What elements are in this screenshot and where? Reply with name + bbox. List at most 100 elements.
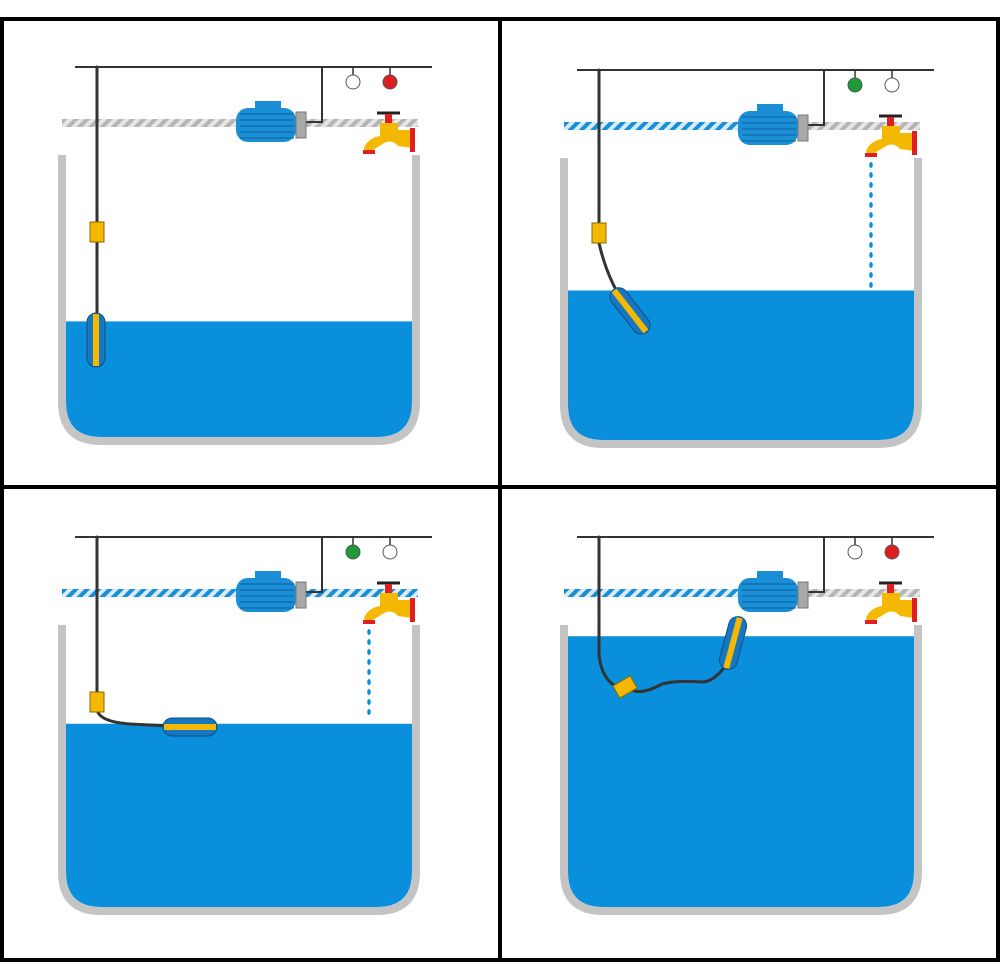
faucet-body bbox=[866, 593, 914, 624]
faucet-stem bbox=[887, 584, 894, 593]
water-drop bbox=[367, 639, 371, 645]
water bbox=[568, 636, 914, 907]
water-drop bbox=[869, 172, 873, 178]
float bbox=[609, 287, 651, 335]
panel-low-level bbox=[58, 65, 432, 445]
float-band bbox=[611, 288, 649, 334]
water-drops bbox=[869, 162, 873, 288]
pump-motor-icon bbox=[738, 571, 809, 612]
outlet-pipe bbox=[300, 589, 418, 597]
water-drop bbox=[869, 272, 873, 278]
motor-terminal-box bbox=[255, 571, 281, 579]
float bbox=[86, 312, 106, 368]
float bbox=[162, 717, 218, 737]
outlet-pipe bbox=[300, 119, 418, 127]
panel-filling bbox=[58, 535, 432, 915]
water-drop bbox=[869, 242, 873, 248]
faucet-flange bbox=[912, 131, 917, 155]
pump-motor-icon bbox=[236, 571, 307, 612]
water-drop bbox=[869, 222, 873, 228]
water-drop bbox=[869, 182, 873, 188]
weight bbox=[89, 221, 105, 243]
indicator-lamp-off bbox=[345, 74, 361, 90]
indicator-lamp-off bbox=[884, 77, 900, 93]
water-drops bbox=[367, 629, 371, 715]
float-switch bbox=[89, 535, 218, 737]
inlet-pipe bbox=[564, 589, 740, 597]
faucet-spout-tip bbox=[865, 620, 877, 624]
water-drop bbox=[869, 192, 873, 198]
water-drop bbox=[367, 659, 371, 665]
weight bbox=[591, 222, 607, 244]
motor-wire bbox=[807, 70, 825, 126]
water-drop bbox=[367, 709, 371, 715]
outlet-pipe bbox=[802, 122, 920, 130]
motor-terminal-box bbox=[757, 104, 783, 112]
inlet-pipe bbox=[62, 589, 238, 597]
motor-body bbox=[236, 578, 296, 612]
float-switch bbox=[591, 68, 651, 335]
tank-wall bbox=[58, 155, 420, 445]
weight-box bbox=[612, 675, 638, 699]
water bbox=[66, 321, 412, 437]
panel-frame bbox=[0, 17, 1000, 962]
outlet-pipe bbox=[802, 589, 920, 597]
motor-body bbox=[738, 578, 798, 612]
faucet-stem bbox=[385, 584, 392, 593]
water-drop bbox=[367, 649, 371, 655]
tank-wall bbox=[58, 625, 420, 915]
water-drop bbox=[367, 699, 371, 705]
pump-motor-icon bbox=[738, 104, 809, 145]
faucet-stem bbox=[887, 117, 894, 126]
weight bbox=[89, 691, 105, 713]
float-band bbox=[93, 314, 99, 366]
water-drop bbox=[367, 629, 371, 635]
motor-body bbox=[738, 111, 798, 145]
weight bbox=[612, 675, 638, 699]
faucet-body bbox=[866, 126, 914, 157]
faucet-body bbox=[364, 593, 412, 624]
faucet-flange bbox=[410, 128, 415, 152]
faucet-icon bbox=[865, 581, 917, 624]
panel-rising bbox=[560, 68, 934, 448]
water-drop bbox=[367, 689, 371, 695]
faucet-body bbox=[364, 123, 412, 154]
motor-terminal-box bbox=[757, 571, 783, 579]
inlet-pipe bbox=[564, 122, 740, 130]
motor-end-cap bbox=[295, 581, 307, 609]
faucet-flange bbox=[912, 598, 917, 622]
float-band bbox=[723, 617, 743, 669]
indicator-lamp-off bbox=[382, 544, 398, 560]
faucet-spout-tip bbox=[865, 153, 877, 157]
indicator-lamp-green bbox=[847, 77, 863, 93]
weight-box bbox=[89, 221, 105, 243]
water-drop bbox=[869, 282, 873, 288]
water-drop bbox=[869, 162, 873, 168]
faucet-spout-tip bbox=[363, 620, 375, 624]
float-cable bbox=[95, 535, 172, 728]
panel-full bbox=[560, 535, 934, 915]
indicator-lamp-red bbox=[884, 544, 900, 560]
water-drop bbox=[869, 252, 873, 258]
motor-end-cap bbox=[295, 111, 307, 139]
water-drop bbox=[869, 202, 873, 208]
float-cable bbox=[597, 68, 626, 305]
float-switch bbox=[597, 535, 748, 699]
water bbox=[66, 723, 412, 907]
water-drop bbox=[869, 232, 873, 238]
motor-wire bbox=[305, 67, 323, 123]
tank-wall bbox=[560, 625, 922, 915]
inlet-pipe bbox=[62, 119, 238, 127]
motor-terminal-box bbox=[255, 101, 281, 109]
tank-wall bbox=[560, 158, 922, 448]
water-drop bbox=[367, 669, 371, 675]
weight-box bbox=[89, 691, 105, 713]
water-drop bbox=[367, 679, 371, 685]
indicator-lamp-off bbox=[847, 544, 863, 560]
water-drop bbox=[869, 212, 873, 218]
motor-wire bbox=[305, 537, 323, 593]
float-switch bbox=[86, 65, 106, 368]
water bbox=[568, 290, 914, 440]
pump-motor-icon bbox=[236, 101, 307, 142]
